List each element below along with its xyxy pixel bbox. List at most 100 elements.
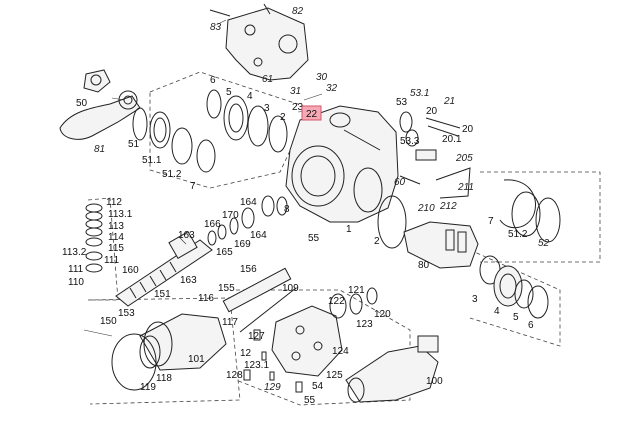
label-53-1: 53.1 — [410, 88, 429, 99]
label-81: 81 — [94, 144, 105, 155]
piston-156 — [222, 267, 292, 313]
label-129: 129 — [264, 382, 281, 393]
label-8: 8 — [284, 204, 290, 215]
label-164-a: 164 — [240, 197, 257, 208]
rod-109 — [239, 287, 297, 333]
label-111-b: 111 — [68, 264, 84, 275]
label-120: 120 — [374, 309, 391, 320]
label-5-right: 5 — [513, 312, 519, 323]
label-122: 122 — [328, 296, 345, 307]
label-119: 119 — [140, 382, 156, 393]
label-110: 110 — [68, 277, 84, 288]
label-210: 210 — [417, 203, 435, 214]
label-109: 109 — [282, 283, 299, 294]
label-155: 155 — [218, 283, 235, 294]
label-22-highlighted: 22 — [306, 109, 318, 120]
label-3-right: 3 — [472, 294, 478, 305]
part-labels: 83 82 61 6 5 4 3 50 51 51.1 81 51.2 7 30… — [62, 6, 550, 406]
label-163-bottom: 163 — [180, 275, 197, 286]
gasket-ring-2 — [377, 195, 407, 249]
label-114: 114 — [108, 232, 124, 243]
label-12: 12 — [240, 348, 252, 359]
label-53: 53 — [396, 97, 408, 108]
label-117: 117 — [222, 317, 238, 328]
label-164-b: 164 — [250, 230, 267, 241]
label-20-b: 20 — [462, 124, 474, 135]
label-53-3: 53.3 — [400, 136, 420, 147]
label-54: 54 — [312, 381, 324, 392]
label-160: 160 — [122, 265, 139, 276]
label-2-top: 2 — [280, 112, 286, 123]
label-127: 127 — [248, 331, 265, 342]
label-112: 112 — [106, 197, 122, 208]
label-4-right: 4 — [494, 306, 500, 317]
label-113-2: 113.2 — [62, 247, 87, 258]
label-115: 115 — [108, 243, 124, 254]
label-170: 170 — [222, 210, 239, 221]
label-113-1: 113.1 — [108, 209, 133, 220]
label-7-left: 7 — [190, 181, 196, 192]
label-6-right: 6 — [528, 320, 534, 331]
label-163-top: 163 — [178, 230, 195, 241]
spring-stack — [85, 203, 103, 273]
group-outline-left — [87, 197, 119, 301]
label-5: 5 — [226, 87, 232, 98]
label-101: 101 — [188, 354, 205, 365]
sector-shaft-80 — [403, 221, 479, 269]
label-23: 23 — [292, 102, 304, 113]
label-3: 3 — [264, 103, 270, 114]
bearing-assembly-top — [206, 89, 288, 153]
label-50: 50 — [76, 98, 88, 109]
label-51-2-left: 51.2 — [162, 169, 182, 180]
label-156: 156 — [240, 264, 257, 275]
label-2-center: 2 — [374, 236, 380, 247]
label-51-1: 51.1 — [142, 155, 162, 166]
label-111-a: 111 — [104, 255, 120, 266]
label-100: 100 — [426, 376, 443, 387]
label-153: 153 — [118, 308, 135, 319]
label-83: 83 — [210, 22, 222, 33]
label-169: 169 — [234, 239, 251, 250]
label-128-a: 128 — [226, 370, 243, 381]
label-60: 60 — [394, 177, 406, 188]
label-165: 165 — [216, 247, 233, 258]
label-166: 166 — [204, 219, 221, 230]
label-6: 6 — [210, 75, 216, 86]
label-82: 82 — [292, 6, 304, 17]
label-211: 211 — [457, 182, 474, 193]
rings-120-123 — [329, 287, 378, 319]
label-7-right: 7 — [488, 216, 494, 227]
label-51-2-right: 51.2 — [508, 229, 528, 240]
valve-parts-right — [399, 111, 471, 199]
label-125: 125 — [326, 370, 343, 381]
label-151: 151 — [154, 289, 171, 300]
label-4: 4 — [247, 91, 253, 102]
label-31: 31 — [290, 86, 301, 97]
label-32: 32 — [326, 83, 338, 94]
label-113: 113 — [108, 221, 124, 232]
bracket-61 — [209, 3, 309, 81]
group-outline-bottom-left — [87, 297, 241, 405]
main-housing-1 — [285, 105, 399, 223]
label-21: 21 — [443, 96, 455, 107]
label-80: 80 — [418, 260, 430, 271]
label-51: 51 — [128, 139, 140, 150]
highlight-box-22 — [301, 105, 322, 121]
worm-shaft-160 — [115, 231, 213, 307]
small-rings-center — [207, 195, 288, 246]
valve-body-124 — [271, 305, 343, 377]
label-150: 150 — [100, 316, 117, 327]
label-55-center: 55 — [308, 233, 320, 244]
label-52: 52 — [538, 238, 550, 249]
label-20-1: 20.1 — [442, 134, 462, 145]
label-212: 212 — [439, 201, 457, 212]
label-124: 124 — [332, 346, 349, 357]
label-20-a: 20 — [426, 106, 438, 117]
pitman-arm-81 — [59, 69, 141, 140]
group-outline-right — [480, 171, 601, 263]
label-55-bottom: 55 — [304, 395, 316, 406]
seal-rings-left — [132, 107, 216, 173]
cylinder-body-101 — [111, 313, 227, 391]
